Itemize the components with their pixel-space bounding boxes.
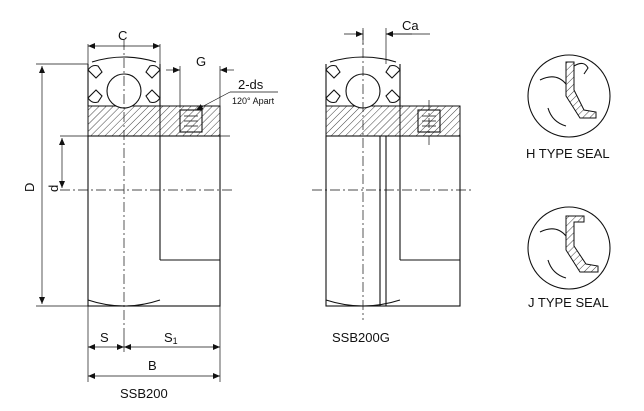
seal-left-top (87, 64, 103, 79)
g-seal-left-top (325, 64, 341, 79)
j-seal-ball-arc (547, 259, 567, 279)
seal-right-bottom (145, 89, 161, 104)
apart-label: 120° Apart (232, 96, 275, 106)
seal-right-top (145, 64, 161, 79)
h-seal-lip (565, 61, 597, 119)
j-type-seal-detail: J TYPE SEAL (527, 206, 611, 310)
set-screw-thread (184, 115, 198, 127)
ds-leader (195, 91, 231, 111)
d-bore-label: d (46, 185, 61, 192)
j-seal-circle (527, 206, 611, 290)
h-seal-hook (573, 62, 589, 75)
g-label: G (196, 54, 206, 69)
j-seal-ring-arc (539, 228, 567, 237)
b-label: B (148, 358, 157, 373)
s-label: S (100, 330, 109, 345)
j-seal-lip (565, 215, 599, 273)
h-seal-ring-arc (539, 76, 567, 85)
h-type-seal-detail: H TYPE SEAL (526, 54, 611, 161)
ssb200g-caption: SSB200G (332, 330, 390, 345)
ca-label: Ca (402, 18, 419, 33)
inner-ring-body (87, 135, 221, 307)
j-type-seal-label: J TYPE SEAL (528, 295, 609, 310)
ssb200-view: C G 2-ds 120° Apart D d S S1 B SSB200 (22, 28, 278, 401)
g-seal-right-top (385, 64, 401, 79)
s1-label: S1 (164, 330, 178, 346)
ssb200g-view: Ca SSB200G (312, 18, 472, 345)
h-type-seal-label: H TYPE SEAL (526, 146, 610, 161)
seal-left-bottom (87, 89, 103, 104)
ds-label: 2-ds (238, 77, 264, 92)
h-seal-ball-arc (547, 107, 567, 127)
g-outer-edges (325, 64, 401, 106)
c-label: C (118, 28, 127, 43)
g-seal-left-bottom (325, 89, 341, 104)
h-seal-circle (527, 54, 611, 138)
outer-ring-arc (91, 56, 157, 63)
set-screw (179, 109, 203, 133)
d-outer-label: D (22, 183, 37, 192)
g-seal-right-bottom (385, 89, 401, 104)
ssb200-caption: SSB200 (120, 386, 168, 401)
g-inner-ring-body (325, 135, 461, 307)
